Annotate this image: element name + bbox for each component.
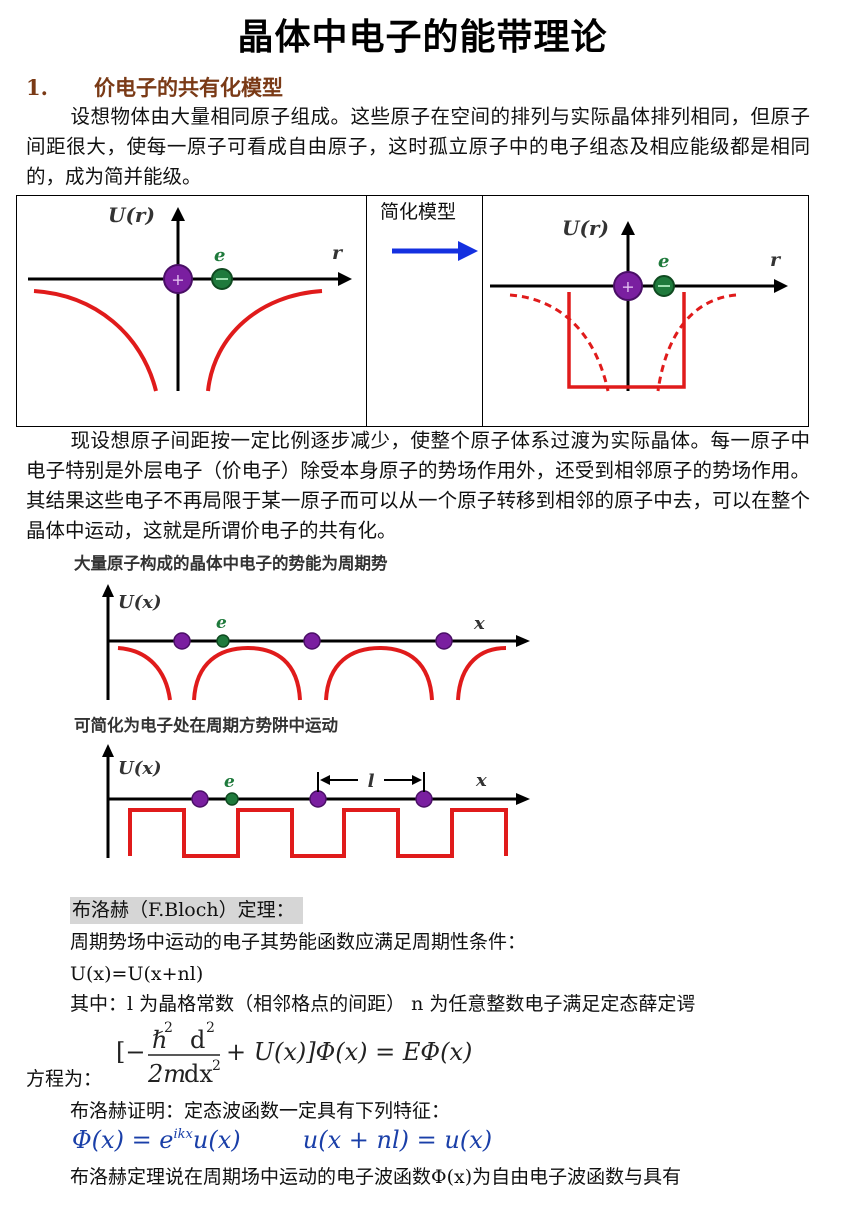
- electron-3: [225, 792, 239, 806]
- u-axis-right-arrow: [621, 221, 635, 235]
- right-ylabel: U(r): [562, 216, 609, 240]
- potential-curve-right: [206, 289, 323, 392]
- dashed-curve-right: [656, 293, 737, 392]
- period-label: l: [368, 771, 375, 792]
- ion-c: [415, 790, 433, 808]
- square-well-periodic-figure: l U(x) x e: [102, 744, 530, 858]
- section-title: 价电子的共有化模型: [94, 75, 283, 100]
- simplified-model-label: 简化模型: [380, 201, 456, 223]
- ion-core: [163, 264, 193, 294]
- u-axis-arrow: [171, 207, 185, 221]
- svg-text:+: +: [621, 277, 634, 296]
- section-heading: 1. 价电子的共有化模型: [26, 72, 283, 102]
- curve-segment-1: [117, 646, 172, 701]
- eq-bracket: [−: [116, 1038, 145, 1066]
- figure2-caption: 大量原子构成的晶体中电子的势能为周期势: [74, 554, 388, 573]
- eq-dx-sq: 2: [212, 1058, 221, 1074]
- paragraph-sharing-text: 现设想原子间距按一定比例逐步减少，使整个原子体系过渡为实际晶体。每一原子中电子特…: [26, 429, 810, 542]
- x-axis-2-arrow: [516, 793, 530, 805]
- dashed-curve-left: [509, 293, 610, 392]
- periodic-potential-figure: U(x) x e: [102, 584, 530, 701]
- bloch-heading: 布洛赫（F.Bloch）定理：: [70, 897, 303, 924]
- eq-rest: + U(x)]Φ(x) = EΦ(x): [226, 1038, 472, 1066]
- y-axis-arrow: [102, 584, 114, 597]
- schrodinger-equation: [− ℏ 2 d 2 2m dx 2 + U(x)]Φ(x) = EΦ(x): [116, 1020, 472, 1088]
- isolated-atom-potential-plot: + U(r) r e: [28, 203, 352, 392]
- x-axis-arrow: [516, 635, 530, 647]
- eq-d: d: [190, 1026, 205, 1054]
- square-well: [567, 292, 686, 389]
- bloch-form-left: Φ(x) = e: [72, 1126, 174, 1154]
- figure2-ylabel: U(x): [118, 592, 161, 613]
- potential-curve-left: [33, 289, 158, 392]
- simplified-model-cell: 简化模型: [380, 201, 478, 261]
- paragraph-intro-text: 设想物体由大量相同原子组成。这些原子在空间的排列与实际晶体排列相同，但原子间距很…: [26, 105, 810, 188]
- electron-2: [216, 634, 230, 648]
- curve-segment-3: [324, 645, 434, 701]
- ion-1: [173, 632, 191, 650]
- ion-3: [435, 632, 453, 650]
- ion-core-right: [613, 271, 643, 301]
- figure2-electron-label: e: [216, 613, 227, 633]
- paragraph-sharing: 现设想原子间距按一定比例逐步减少，使整个原子体系过渡为实际晶体。每一原子中电子特…: [26, 426, 810, 546]
- eq-dx: dx: [184, 1060, 213, 1088]
- eq-denominator: 2m: [147, 1060, 186, 1088]
- arrow-head-icon: [458, 241, 478, 261]
- bloch-line-6: 布洛赫定理说在周期场中运动的电子波函数Φ(x)为自由电子波函数与具有: [70, 1166, 682, 1188]
- r-axis-right-arrow: [774, 279, 788, 293]
- bloch-form-exponent: ikx: [173, 1126, 193, 1142]
- figure-border: [16, 195, 809, 427]
- bloch-form-left-tail: u(x): [192, 1126, 241, 1154]
- paragraph-intro: 设想物体由大量相同原子组成。这些原子在空间的排列与实际晶体排列相同，但原子间距很…: [26, 102, 810, 192]
- y-axis-2-arrow: [102, 744, 114, 757]
- eq-d-sq: 2: [206, 1020, 215, 1036]
- bloch-line-4: 方程为：: [26, 1068, 103, 1090]
- electron-label: e: [214, 245, 225, 266]
- figure3-caption: 可简化为电子处在周期方势阱中运动: [74, 716, 338, 735]
- right-electron-label: e: [658, 251, 669, 272]
- section-number: 1.: [26, 75, 48, 100]
- bloch-wavefunction-form: Φ(x) = eikxu(x) u(x + nl) = u(x): [72, 1126, 492, 1154]
- curve-segment-4: [456, 646, 507, 701]
- bloch-line-3: 其中：l 为晶格常数（相邻格点的间距） n 为任意整数电子满足定态薛定谔: [70, 993, 696, 1015]
- bloch-form-right: u(x + nl) = u(x): [302, 1126, 493, 1154]
- bloch-line-1: 周期势场中运动的电子其势能函数应满足周期性条件：: [70, 931, 527, 953]
- figure3-electron-label: e: [224, 772, 235, 792]
- eq-hbar-sq: 2: [164, 1020, 173, 1036]
- r-axis-arrow: [338, 272, 352, 286]
- page-title: 晶体中电子的能带理论: [237, 16, 608, 58]
- bloch-line-2: U(x)=U(x+nl): [70, 963, 204, 985]
- figure2-xlabel: x: [473, 613, 485, 634]
- curve-segment-2: [192, 645, 302, 701]
- left-ylabel: U(r): [108, 203, 155, 227]
- bloch-line-5: 布洛赫证明：定态波函数一定具有下列特征：: [70, 1100, 451, 1122]
- left-xlabel: r: [332, 242, 344, 264]
- figure-isolated-vs-simplified: + U(r) r e 简化模型 + U(r) r e: [16, 195, 809, 427]
- eq-hbar: ℏ: [152, 1026, 167, 1054]
- ion-b: [309, 790, 327, 808]
- ion-a: [191, 790, 209, 808]
- ion-2: [303, 632, 321, 650]
- square-well-model-plot: + U(r) r e: [490, 216, 788, 392]
- figure3-xlabel: x: [475, 770, 487, 791]
- figure3-ylabel: U(x): [118, 758, 161, 779]
- ion-plus: +: [171, 270, 184, 289]
- right-xlabel: r: [770, 249, 782, 271]
- square-wave: [128, 808, 508, 858]
